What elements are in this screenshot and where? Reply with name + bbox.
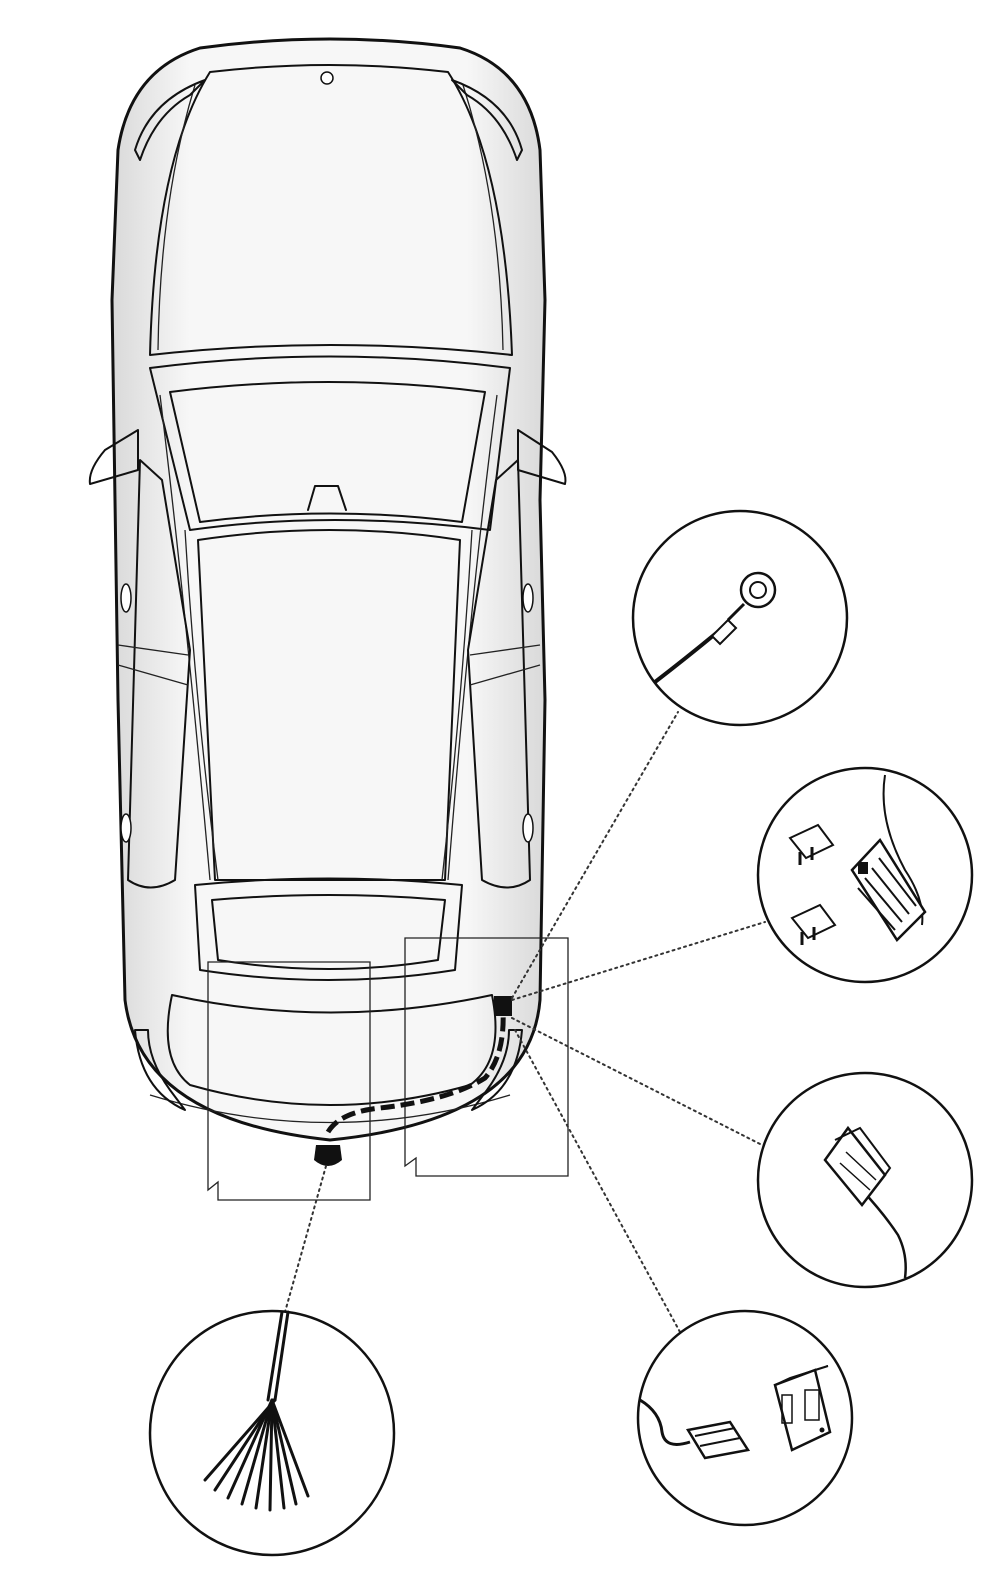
pillar-right-inner [441,529,473,881]
callout-module-connector [636,1309,854,1527]
leader-wire-bundle [284,1165,327,1313]
callout-fuses-and-socket [756,766,974,984]
roof [197,529,461,881]
pillar-left-inner [184,529,219,881]
windshield-glass [169,381,486,523]
door-seam-right-2 [469,664,541,686]
module-icon [773,1365,832,1452]
leader-lines [284,711,766,1333]
side-window-right [467,459,531,889]
rear-window [194,877,463,981]
zone-bracket-right [404,937,569,1177]
wiring-harness [314,996,512,1166]
leader-ring-terminal [511,711,679,999]
harness-cable [325,1009,506,1134]
door-seam-left-1 [117,644,189,656]
leader-module-connector [514,1029,681,1333]
door-seam-left-2 [117,664,189,686]
module-connector-plug-icon [639,1398,751,1460]
side-mirror-right [517,429,567,485]
tail-light-right [471,1029,523,1111]
leader-clip-connector [511,1017,763,1146]
door-seam-right-1 [469,644,541,656]
callout-wire-bundle [148,1309,396,1557]
tail-light-left [134,1029,186,1111]
car-top-view [88,37,569,1201]
rear-window-glass [211,894,446,970]
callout-clip-connector [756,1071,974,1289]
door-handle-rear-right [522,813,534,843]
wire-bundle-icon [203,1310,310,1512]
leader-fuses [511,921,766,1001]
harness-plug [314,1145,342,1166]
door-handle-rear-left [120,813,132,843]
rearview-mirror [307,485,347,511]
callout-ring-terminal [631,509,849,727]
ring-terminal-icon [653,571,777,684]
clip-connector-icon [823,1125,907,1279]
car-body [110,37,547,1142]
windshield-frame [149,355,511,531]
zone-bracket-left [207,961,371,1201]
side-mirror-left [88,429,139,485]
hood-crease-right [462,84,504,351]
headlight-right [451,79,523,161]
harness-module [494,996,512,1016]
door-handle-front-right [522,583,534,613]
pillar-right [447,394,498,881]
headlight-left [134,79,206,161]
socket-connector-icon [850,774,927,942]
rear-bumper-line [149,1094,511,1124]
fuse-icon [788,823,837,945]
door-handle-front-left [120,583,132,613]
hood-emblem [320,71,334,85]
hood-crease-left [157,84,196,351]
car-hood [149,64,513,356]
side-window-left [127,459,191,889]
